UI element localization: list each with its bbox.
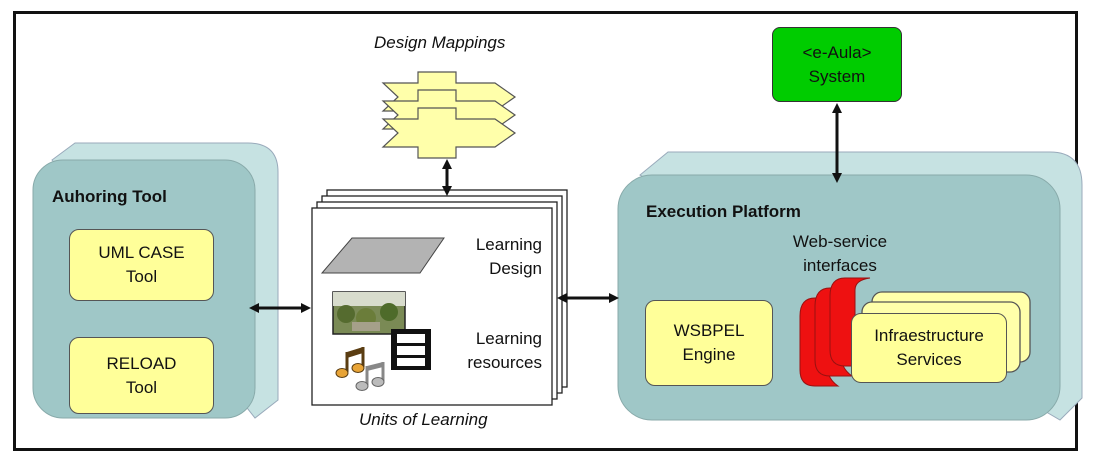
learning-resources-label: Learning resources — [467, 329, 542, 372]
web-service-interface-shapes — [799, 277, 871, 387]
web-service-interfaces-label: Web-service interfaces — [792, 232, 888, 275]
design-mappings-label: Design Mappings — [374, 33, 506, 52]
learning-design-label: Learning Design — [475, 235, 542, 278]
authoring-tool-title: Auhoring Tool — [52, 187, 167, 206]
music-notes-icon — [335, 347, 385, 391]
design-mappings-icon — [381, 71, 517, 159]
wsbpel-engine-box: WSBPEL Engine — [645, 300, 773, 386]
learning-design-shape — [320, 237, 445, 274]
eaula-system-box: <e-Aula> System — [772, 27, 902, 102]
landscape-picture-icon — [332, 291, 406, 335]
infrastructure-services-box: Infraestructure Services — [851, 313, 1007, 383]
uml-case-tool-box: UML CASE Tool — [69, 229, 214, 301]
reload-tool-box: RELOAD Tool — [69, 337, 214, 414]
execution-platform-title: Execution Platform — [646, 202, 801, 221]
film-strip-icon — [391, 329, 431, 370]
units-of-learning-label: Units of Learning — [359, 410, 488, 429]
